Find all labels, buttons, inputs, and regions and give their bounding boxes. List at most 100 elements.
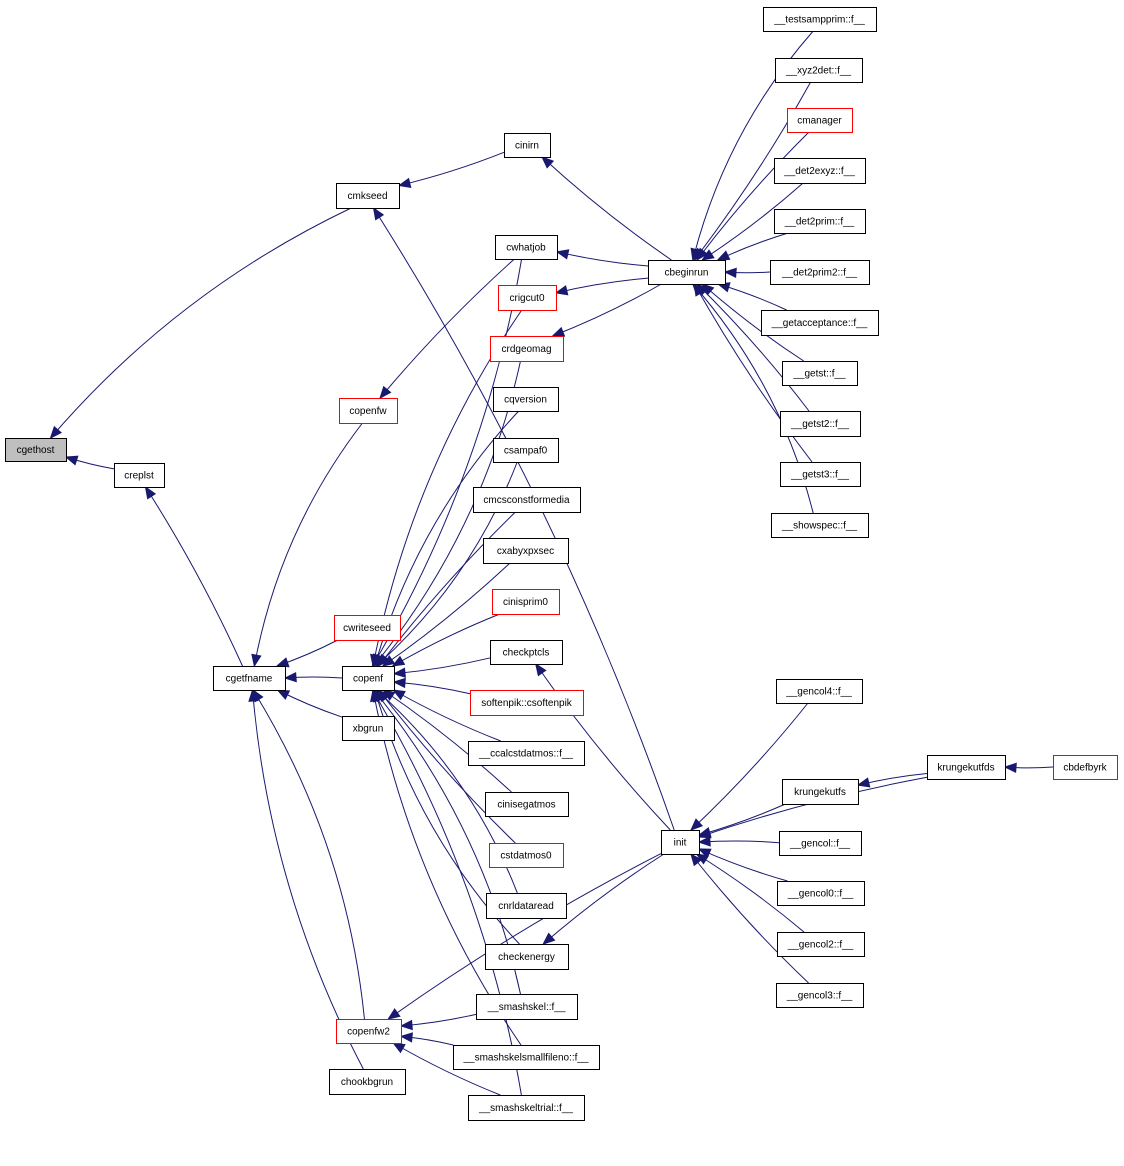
node-getacceptance[interactable]: __getacceptance::f__ <box>761 310 879 336</box>
node-box-cinirn[interactable] <box>504 133 551 158</box>
node-smashskel[interactable]: __smashskel::f__ <box>476 994 578 1020</box>
node-box-cnrldataread[interactable] <box>486 893 567 919</box>
node-gencol3[interactable]: __gencol3::f__ <box>776 983 864 1008</box>
node-box-cmanager[interactable] <box>787 108 853 133</box>
node-copenf[interactable]: copenf <box>342 666 395 691</box>
node-box-crdgeomag[interactable] <box>490 336 564 362</box>
node-box-det2exyz[interactable] <box>774 158 866 184</box>
node-box-checkptcls[interactable] <box>490 640 563 665</box>
node-box-xyz2det[interactable] <box>775 58 863 83</box>
node-box-copenfw2[interactable] <box>336 1019 402 1044</box>
node-copenfw2[interactable]: copenfw2 <box>336 1019 402 1044</box>
node-det2exyz[interactable]: __det2exyz::f__ <box>774 158 866 184</box>
node-box-gencol[interactable] <box>779 831 862 856</box>
node-crdgeomag[interactable]: crdgeomag <box>490 336 564 362</box>
node-det2prim[interactable]: __det2prim::f__ <box>774 209 866 234</box>
node-box-cmcsconstformedia[interactable] <box>473 487 581 513</box>
node-box-crigcut0[interactable] <box>498 285 557 311</box>
node-cnrldataread[interactable]: cnrldataread <box>486 893 567 919</box>
node-cgetfname[interactable]: cgetfname <box>213 666 286 691</box>
node-softenpik[interactable]: softenpik::csoftenpik <box>470 690 584 716</box>
node-box-cwhatjob[interactable] <box>495 235 558 260</box>
node-box-cbeginrun[interactable] <box>648 260 726 285</box>
node-cmcsconstformedia[interactable]: cmcsconstformedia <box>473 487 581 513</box>
node-box-chookbgrun[interactable] <box>329 1069 406 1095</box>
node-box-ccalcstdatmos[interactable] <box>468 741 585 766</box>
node-gencol0[interactable]: __gencol0::f__ <box>777 881 865 906</box>
node-cwhatjob[interactable]: cwhatjob <box>495 235 558 260</box>
node-box-cmkseed[interactable] <box>336 183 400 209</box>
node-box-det2prim[interactable] <box>774 209 866 234</box>
node-cinirn[interactable]: cinirn <box>504 133 551 158</box>
node-xbgrun[interactable]: xbgrun <box>342 716 395 741</box>
node-box-copenfw[interactable] <box>339 398 398 424</box>
node-box-softenpik[interactable] <box>470 690 584 716</box>
node-crigcut0[interactable]: crigcut0 <box>498 285 557 311</box>
node-box-smashskel[interactable] <box>476 994 578 1020</box>
node-box-gencol3[interactable] <box>776 983 864 1008</box>
node-csampaf0[interactable]: csampaf0 <box>493 438 559 463</box>
node-box-cinisprim0[interactable] <box>492 589 560 615</box>
node-cstdatmos0[interactable]: cstdatmos0 <box>489 843 564 868</box>
node-box-getst2[interactable] <box>780 411 861 437</box>
node-box-cxabyxpxsec[interactable] <box>483 538 569 564</box>
node-checkptcls[interactable]: checkptcls <box>490 640 563 665</box>
node-box-checkenergy[interactable] <box>485 944 569 970</box>
node-copenfw[interactable]: copenfw <box>339 398 398 424</box>
node-cwriteseed[interactable]: cwriteseed <box>334 615 401 641</box>
node-box-init[interactable] <box>661 830 700 855</box>
node-box-getst[interactable] <box>782 361 858 386</box>
node-box-cstdatmos0[interactable] <box>489 843 564 868</box>
node-gencol4[interactable]: __gencol4::f__ <box>776 679 863 704</box>
node-cmanager[interactable]: cmanager <box>787 108 853 133</box>
node-box-krungekutfs[interactable] <box>782 779 859 805</box>
node-box-getst3[interactable] <box>780 462 861 487</box>
node-box-gencol2[interactable] <box>777 932 865 957</box>
node-box-cinisegatmos[interactable] <box>485 792 569 817</box>
node-smashskeltrial[interactable]: __smashskeltrial::f__ <box>468 1095 585 1121</box>
node-getst2[interactable]: __getst2::f__ <box>780 411 861 437</box>
node-chookbgrun[interactable]: chookbgrun <box>329 1069 406 1095</box>
node-box-csampaf0[interactable] <box>493 438 559 463</box>
node-xyz2det[interactable]: __xyz2det::f__ <box>775 58 863 83</box>
node-cqversion[interactable]: cqversion <box>493 387 559 412</box>
node-getst3[interactable]: __getst3::f__ <box>780 462 861 487</box>
node-gencol2[interactable]: __gencol2::f__ <box>777 932 865 957</box>
node-cgethost[interactable]: cgethost <box>5 438 67 462</box>
node-ccalcstdatmos[interactable]: __ccalcstdatmos::f__ <box>468 741 585 766</box>
node-creplst[interactable]: creplst <box>114 463 165 488</box>
node-box-showspec[interactable] <box>771 513 869 538</box>
node-box-cgetfname[interactable] <box>213 666 286 691</box>
node-box-cgethost[interactable] <box>5 438 67 462</box>
node-box-cbdefbyrk[interactable] <box>1053 755 1118 780</box>
node-box-krungekutfds[interactable] <box>927 755 1006 780</box>
node-cmkseed[interactable]: cmkseed <box>336 183 400 209</box>
node-cxabyxpxsec[interactable]: cxabyxpxsec <box>483 538 569 564</box>
node-det2prim2[interactable]: __det2prim2::f__ <box>770 260 870 285</box>
node-box-smashskeltrial[interactable] <box>468 1095 585 1121</box>
node-cbdefbyrk[interactable]: cbdefbyrk <box>1053 755 1118 780</box>
node-box-gencol0[interactable] <box>777 881 865 906</box>
node-box-creplst[interactable] <box>114 463 165 488</box>
node-box-smashskelsmallfileno[interactable] <box>453 1045 600 1070</box>
node-showspec[interactable]: __showspec::f__ <box>771 513 869 538</box>
node-cbeginrun[interactable]: cbeginrun <box>648 260 726 285</box>
node-box-getacceptance[interactable] <box>761 310 879 336</box>
node-box-det2prim2[interactable] <box>770 260 870 285</box>
node-box-copenf[interactable] <box>342 666 395 691</box>
node-testsampprim[interactable]: __testsampprim::f__ <box>763 7 877 32</box>
node-gencol[interactable]: __gencol::f__ <box>779 831 862 856</box>
node-krungekutfs[interactable]: krungekutfs <box>782 779 859 805</box>
node-init[interactable]: init <box>661 830 700 855</box>
node-box-testsampprim[interactable] <box>763 7 877 32</box>
node-krungekutfds[interactable]: krungekutfds <box>927 755 1006 780</box>
node-getst[interactable]: __getst::f__ <box>782 361 858 386</box>
node-smashskelsmallfileno[interactable]: __smashskelsmallfileno::f__ <box>453 1045 600 1070</box>
node-checkenergy[interactable]: checkenergy <box>485 944 569 970</box>
node-box-xbgrun[interactable] <box>342 716 395 741</box>
node-box-cqversion[interactable] <box>493 387 559 412</box>
node-box-gencol4[interactable] <box>776 679 863 704</box>
node-cinisegatmos[interactable]: cinisegatmos <box>485 792 569 817</box>
node-box-cwriteseed[interactable] <box>334 615 401 641</box>
node-cinisprim0[interactable]: cinisprim0 <box>492 589 560 615</box>
